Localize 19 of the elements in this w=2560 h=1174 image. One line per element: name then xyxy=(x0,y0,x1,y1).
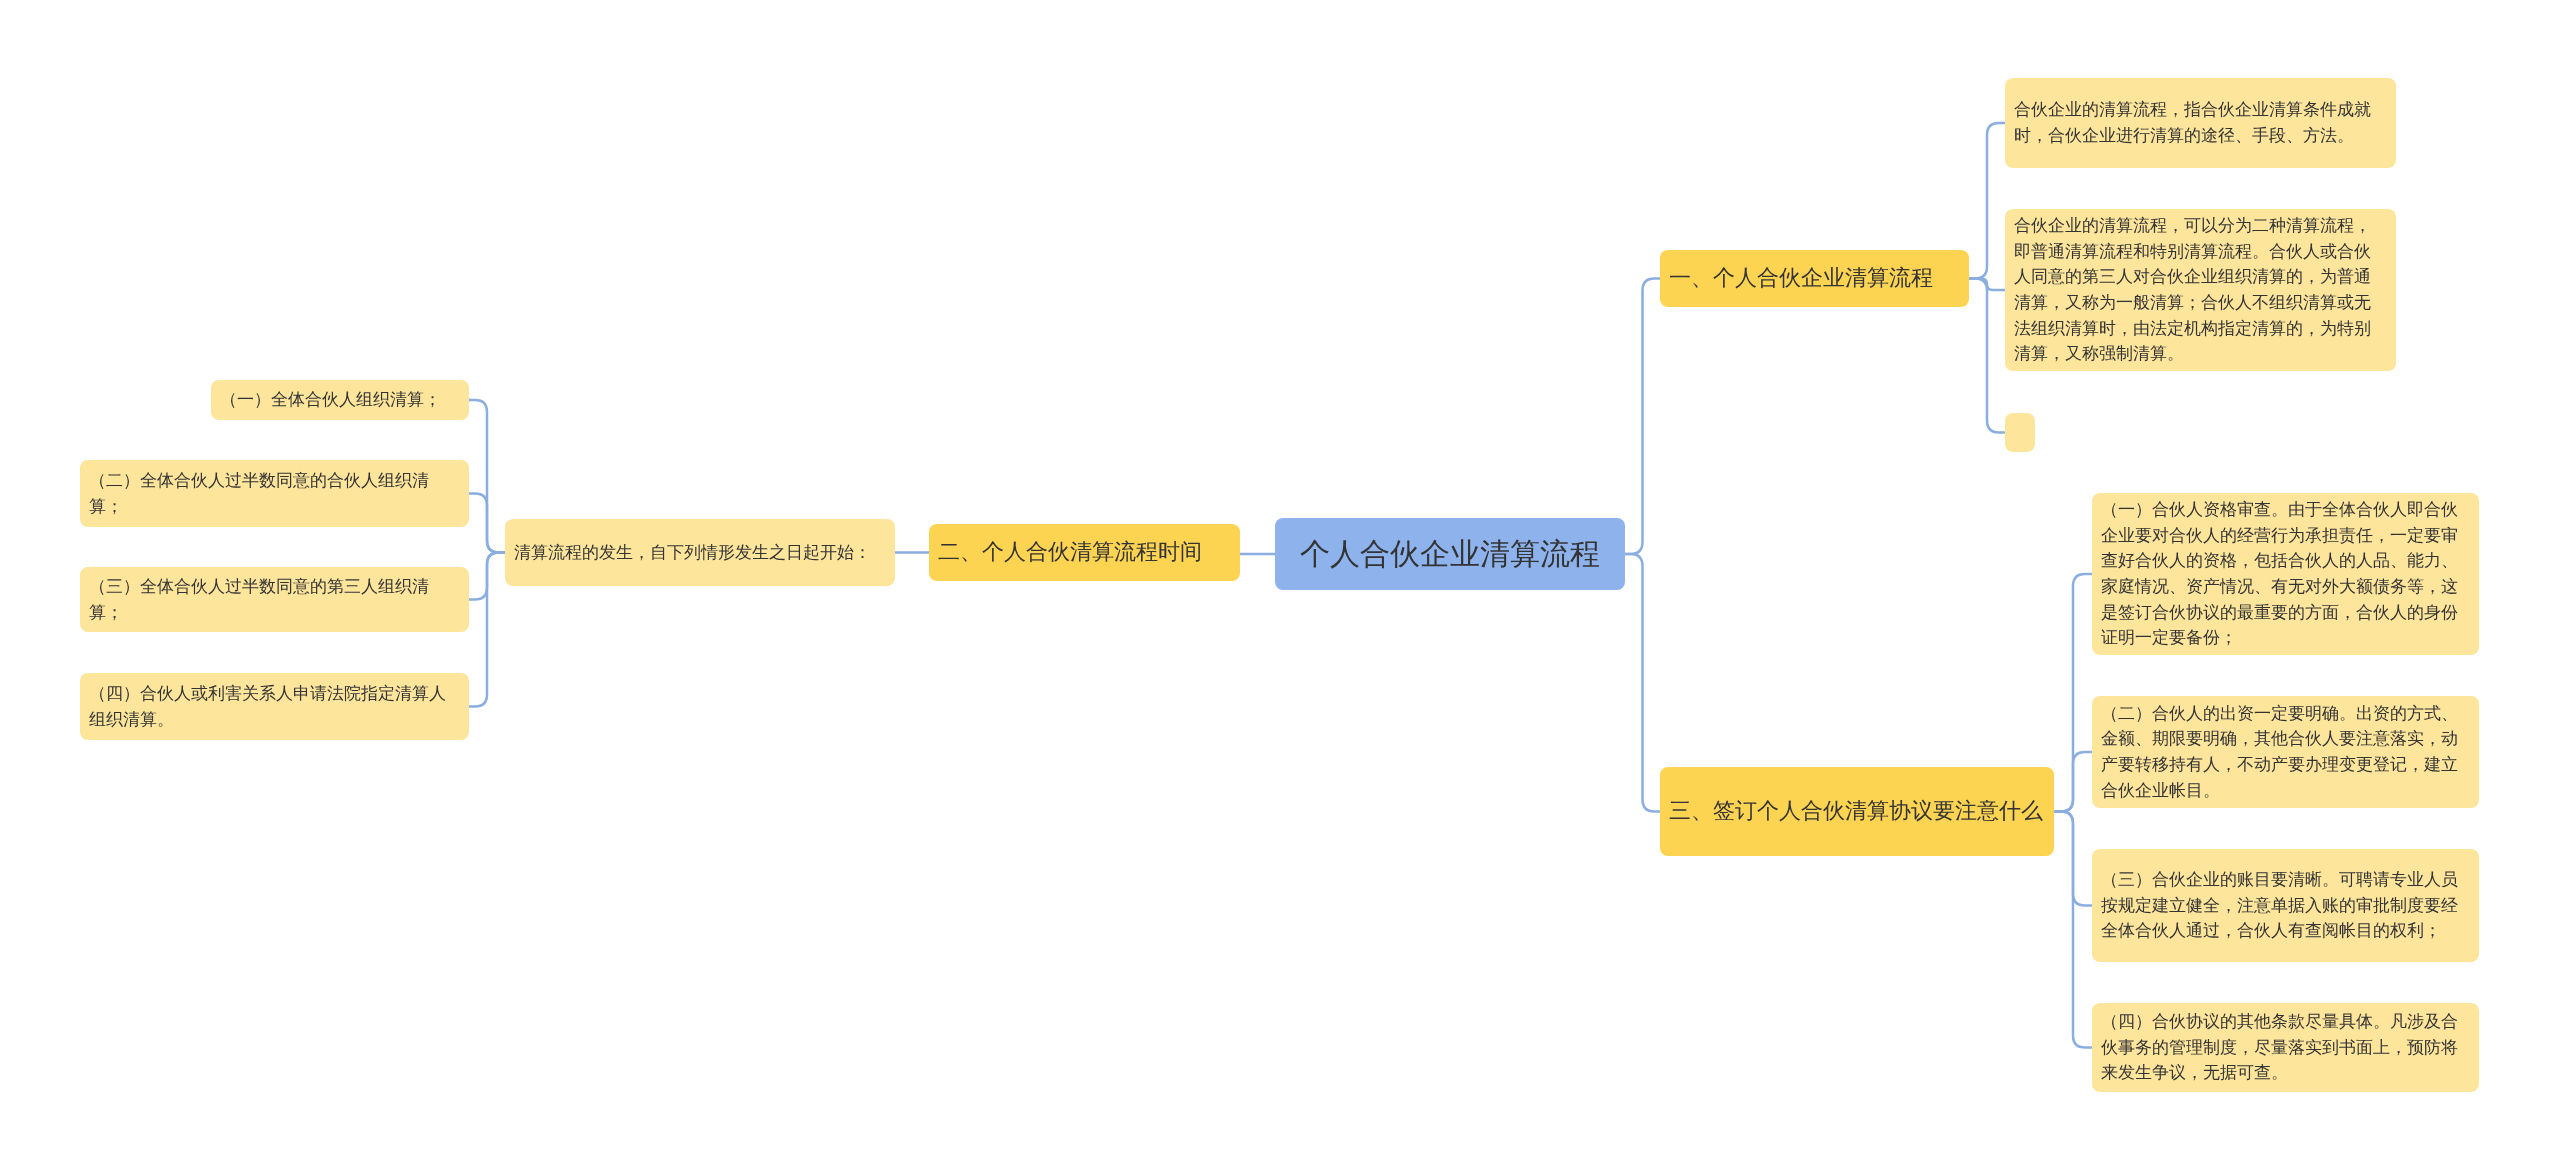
note-box: （一）全体合伙人组织清算； xyxy=(211,380,469,420)
connector-line xyxy=(2054,810,2092,1049)
connector-line xyxy=(895,551,929,554)
note-box: （二）全体合伙人过半数同意的合伙人组织清算； xyxy=(80,460,469,527)
note-box: （二）合伙人的出资一定要明确。出资的方式、金额、期限要明确，其他合伙人要注意落实，动产要转移持有人，不动产要办理变更登记，建立合伙企业帐目。 xyxy=(2092,696,2479,808)
note-box: 清算流程的发生，自下列情形发生之日起开始： xyxy=(505,519,895,586)
note-box: 合伙企业的清算流程，可以分为二种清算流程，即普通清算流程和特别清算流程。合伙人或合伙人同意的第三人对合伙企业组织清算的，为普通清算，又称为一般清算；合伙人不组织清算或无法组织清算时，由法定机构指定清算的，为特别清算，又称强制清算。 xyxy=(2005,209,2396,371)
central-topic-box: 个人合伙企业清算流程 xyxy=(1275,518,1625,590)
topic-box: 二、个人合伙清算流程时间 xyxy=(929,524,1240,581)
topic-box: 三、签订个人合伙清算协议要注意什么 xyxy=(1660,767,2054,856)
note-box: （四）合伙人或利害关系人申请法院指定清算人组织清算。 xyxy=(80,673,469,740)
note-box: （四）合伙协议的其他条款尽量具体。凡涉及合伙事务的管理制度，尽量落实到书面上，预防将来发生争议，无据可查。 xyxy=(2092,1003,2479,1092)
connector-line xyxy=(1240,552,1275,556)
note-box: （一）合伙人资格审查。由于全体合伙人即合伙企业要对合伙人的经营行为承担责任，一定要审查好合伙人的资格，包括合伙人的人品、能力、家庭情况、资产情况、有无对外大额债务等，这是签订合伙协议的最重要的方面，合伙人的身份证明一定要备份； xyxy=(2092,493,2479,655)
note-box: （三）合伙企业的账目要清晰。可聘请专业人员按规定建立健全，注意单据入账的审批制度要经全体合伙人通过，合伙人有查阅帐目的权利； xyxy=(2092,849,2479,962)
empty-box xyxy=(2005,413,2035,452)
note-box: 合伙企业的清算流程，指合伙企业清算条件成就时，合伙企业进行清算的途径、手段、方法。 xyxy=(2005,78,2396,168)
note-box: （三）全体合伙人过半数同意的第三人组织清算； xyxy=(80,567,469,632)
topic-box: 一、个人合伙企业清算流程 xyxy=(1660,250,1969,307)
